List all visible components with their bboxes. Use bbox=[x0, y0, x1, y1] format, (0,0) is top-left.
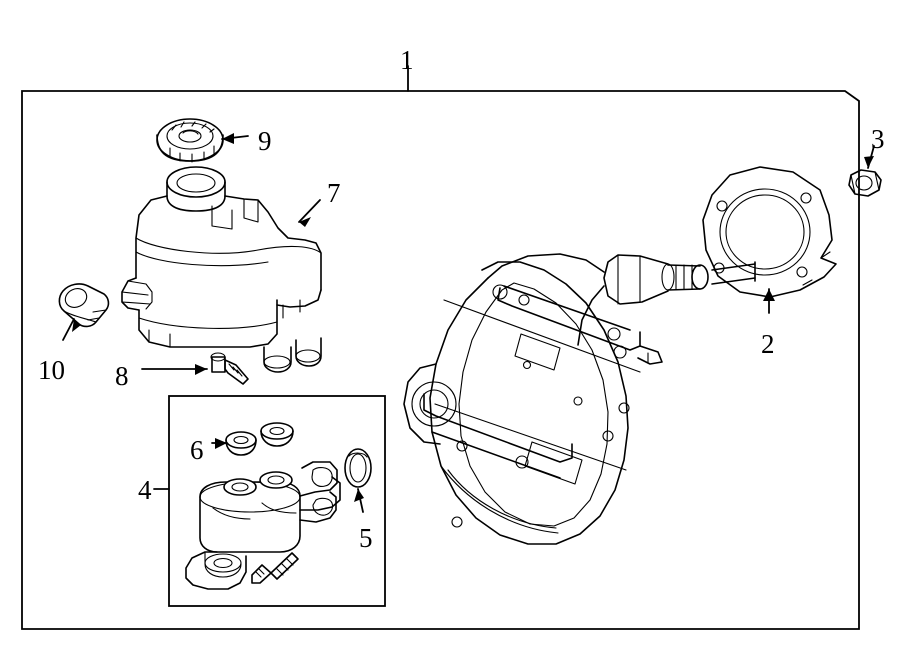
callout-3: 3 bbox=[871, 124, 885, 154]
callout-9: 9 bbox=[258, 126, 272, 156]
callout-8: 8 bbox=[115, 361, 129, 391]
reservoir bbox=[121, 166, 322, 373]
leader-5 bbox=[354, 488, 364, 513]
reservoir-cap bbox=[156, 118, 224, 163]
nut bbox=[848, 169, 882, 197]
seal-ring bbox=[344, 448, 372, 488]
grommets bbox=[225, 422, 294, 456]
leader-9 bbox=[221, 133, 249, 144]
callout-5: 5 bbox=[359, 523, 373, 553]
callout-6: 6 bbox=[190, 435, 204, 465]
master-cylinder-body bbox=[185, 461, 341, 590]
callout-2: 2 bbox=[761, 329, 775, 359]
callout-10: 10 bbox=[38, 355, 65, 385]
leader-10 bbox=[62, 318, 81, 341]
power-booster bbox=[403, 253, 756, 545]
kit-screw bbox=[251, 552, 299, 584]
leader-8 bbox=[141, 364, 208, 375]
level-sensor bbox=[58, 283, 110, 328]
leader-2 bbox=[763, 288, 775, 314]
leader-7 bbox=[298, 199, 321, 227]
leader-3 bbox=[864, 145, 875, 169]
booster-gasket bbox=[702, 166, 837, 298]
assembly-outer-frame bbox=[21, 90, 860, 630]
callout-4: 4 bbox=[138, 475, 152, 505]
reservoir-screw bbox=[210, 352, 249, 385]
callout-7: 7 bbox=[327, 178, 341, 208]
leader-6 bbox=[211, 438, 228, 449]
master-cylinder-kit-frame bbox=[168, 395, 386, 607]
callout-1: 1 bbox=[400, 45, 414, 75]
